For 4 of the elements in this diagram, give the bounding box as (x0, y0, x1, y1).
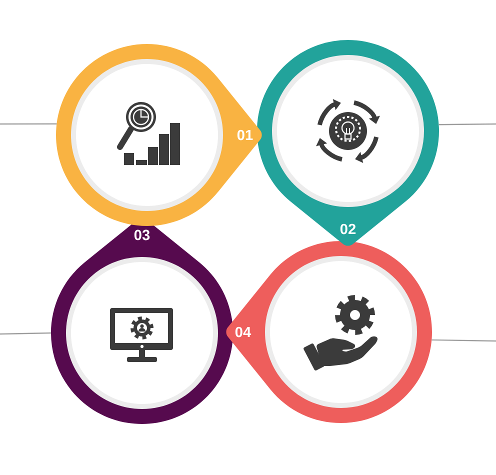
leader-line (0, 332, 52, 335)
leader-line (438, 123, 496, 126)
leader-line (0, 123, 57, 125)
leader-line (432, 339, 496, 342)
